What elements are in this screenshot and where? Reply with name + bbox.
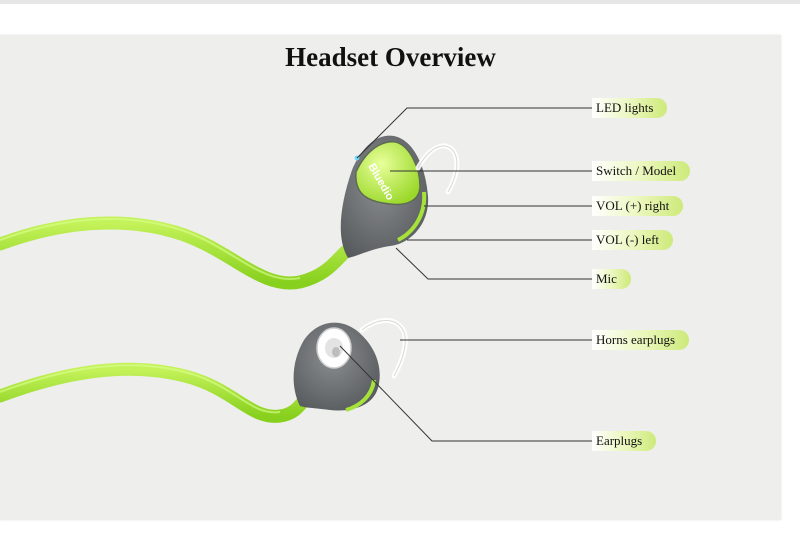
lower-cable-highlight <box>0 364 281 414</box>
callout-switch-model: Switch / Model <box>592 161 691 181</box>
top-strip <box>0 0 800 4</box>
upper-cable <box>0 216 352 290</box>
lower-earbud <box>293 318 408 412</box>
leader-mic <box>395 247 592 280</box>
leader-earplugs <box>339 345 592 442</box>
callout-mic: Mic <box>592 269 631 289</box>
callout-led-lights: LED lights <box>592 98 668 118</box>
leader-led-lights <box>356 107 592 159</box>
diagram-title: Headset Overview <box>285 42 496 72</box>
callout-vol-plus-right: VOL (+) right <box>592 196 684 216</box>
upper-cable-highlight <box>0 218 301 280</box>
upper-earbud: Bluedio <box>340 135 460 258</box>
lower-cable <box>0 362 313 423</box>
callout-vol-minus-left: VOL (-) left <box>592 230 674 250</box>
callout-earplugs: Earplugs <box>592 431 657 451</box>
callout-horns-earplugs: Horns earplugs <box>592 330 690 350</box>
